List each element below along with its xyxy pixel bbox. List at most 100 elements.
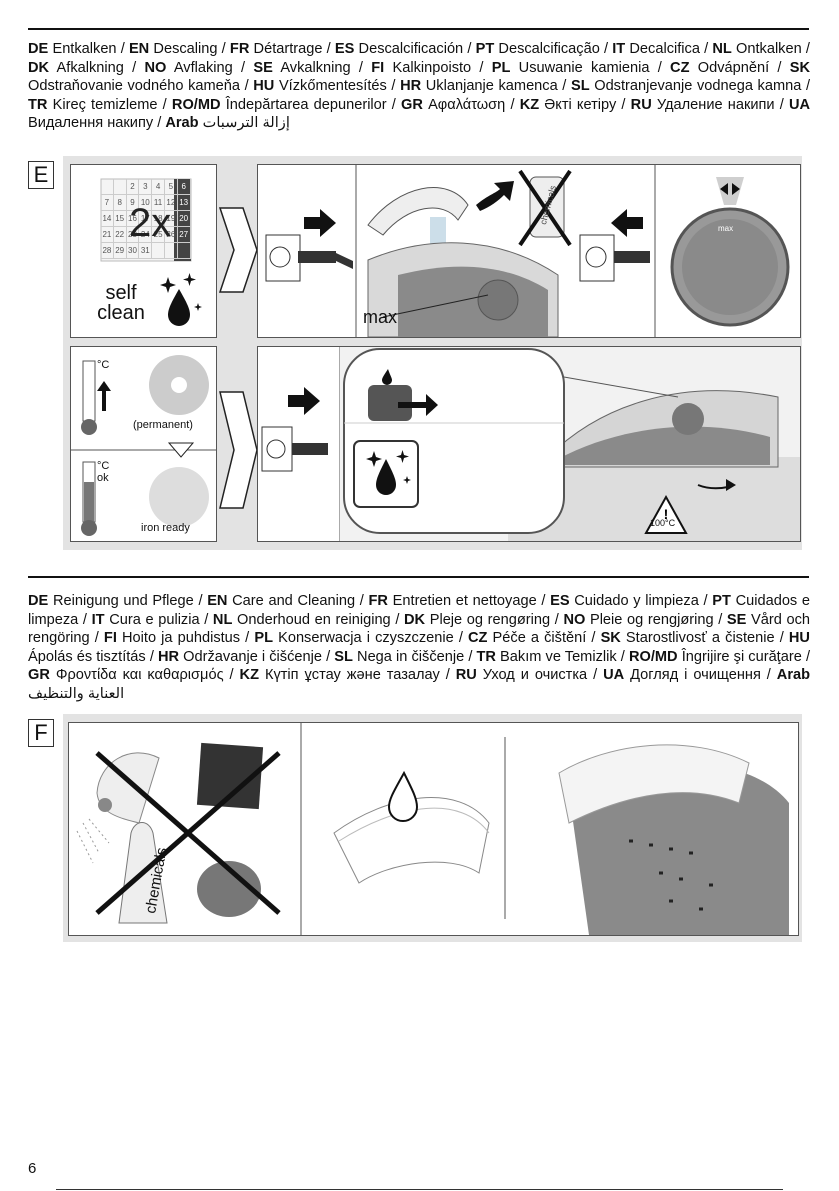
calendar-day: 3 bbox=[139, 179, 153, 195]
language-code: DK bbox=[404, 611, 426, 628]
language-code: CZ bbox=[670, 59, 690, 76]
language-code: KZ bbox=[239, 667, 260, 684]
language-text: Kalkinpoisto bbox=[384, 59, 472, 76]
language-text: Konserwacja i czyszczenie bbox=[273, 630, 454, 647]
language-code: NL bbox=[212, 611, 233, 628]
language-code: SK bbox=[789, 59, 811, 76]
language-text: Onderhoud en reiniging bbox=[232, 611, 391, 628]
max-label: max bbox=[363, 307, 398, 327]
svg-text:!: ! bbox=[664, 506, 669, 522]
language-code: HR bbox=[400, 78, 422, 95]
section-e-top-rule bbox=[28, 28, 809, 30]
language-text: Pleie og rengjøring bbox=[585, 611, 714, 628]
language-code: GR bbox=[28, 667, 50, 684]
language-code: ES bbox=[334, 41, 355, 57]
warning-temp-label: 100°C bbox=[650, 518, 676, 528]
language-code: Arab bbox=[776, 667, 811, 684]
language-code: KZ bbox=[519, 96, 540, 113]
language-code: HU bbox=[788, 630, 810, 647]
language-text: Détartrage bbox=[249, 41, 323, 57]
calendar-day: 27 bbox=[177, 227, 191, 243]
calendar-day: 21 bbox=[101, 227, 114, 243]
language-text: Cura e pulizia bbox=[104, 611, 200, 628]
language-text: Уход и очистка bbox=[476, 667, 588, 684]
language-code: SL bbox=[334, 648, 353, 665]
language-code: NO bbox=[563, 611, 586, 628]
language-text: Entkalken bbox=[48, 41, 117, 57]
language-code: FR bbox=[229, 41, 250, 57]
water-drop-sparkle-icon bbox=[160, 273, 202, 326]
language-text: Nega in čiščenje bbox=[352, 648, 465, 665]
care-cleaning-illustration bbox=[76, 723, 789, 935]
descaling-steps-illustration bbox=[265, 165, 790, 337]
calendar-day: 18 bbox=[152, 211, 165, 227]
calendar-day: 15 bbox=[113, 211, 127, 227]
language-code: HR bbox=[157, 648, 180, 665]
language-code: RO/MD bbox=[628, 648, 678, 665]
language-text: Descaling bbox=[149, 41, 218, 57]
language-code: RO/MD bbox=[171, 96, 221, 113]
language-text: Vård och rengöring bbox=[28, 611, 810, 647]
language-text: Avflaking bbox=[166, 59, 233, 76]
calendar-day: 20 bbox=[177, 211, 191, 227]
language-text: Vízkőmentesítés bbox=[274, 78, 387, 95]
calendar-day: 8 bbox=[113, 195, 127, 211]
language-code: FI bbox=[371, 59, 385, 76]
language-code: FI bbox=[103, 630, 117, 647]
calendar-icon bbox=[100, 178, 192, 262]
language-code: IT bbox=[612, 41, 626, 57]
calendar-day bbox=[101, 179, 114, 195]
page-number: 6 bbox=[28, 1160, 37, 1177]
language-code: SE bbox=[253, 59, 273, 76]
calendar-day: 26 bbox=[164, 227, 178, 243]
calendar-day: 19 bbox=[164, 211, 178, 227]
calendar-day: 6 bbox=[177, 179, 191, 195]
language-text: Péče a čištění bbox=[487, 630, 587, 647]
language-code: EN bbox=[207, 593, 228, 609]
calendar-day: 25 bbox=[152, 227, 165, 243]
calendar-day: 28 bbox=[101, 243, 114, 259]
language-code: FR bbox=[368, 593, 388, 609]
language-code: GR bbox=[401, 96, 423, 113]
language-code: IT bbox=[91, 611, 105, 628]
language-text: Ápolás és tisztítás bbox=[28, 648, 146, 665]
calendar-day: 23 bbox=[126, 227, 140, 243]
language-text: Pleje og rengøring bbox=[425, 611, 551, 628]
language-text: Decalcifica bbox=[625, 41, 700, 57]
language-code: RU bbox=[455, 667, 477, 684]
calendar-day: 4 bbox=[152, 179, 165, 195]
language-text: Cuidado y limpieza bbox=[569, 593, 699, 609]
iron-ready-label: iron ready bbox=[141, 522, 190, 534]
section-e-heading: DE Entkalken / EN Descaling / FR Détartr… bbox=[28, 41, 811, 132]
calendar-day: 9 bbox=[126, 195, 140, 211]
language-text: Îngrijire şi curăţare bbox=[677, 648, 802, 665]
language-code: RU bbox=[630, 96, 652, 113]
language-text: Αφαλάτωση bbox=[422, 96, 506, 113]
language-code: ES bbox=[550, 593, 570, 609]
calendar-day bbox=[152, 243, 165, 259]
language-code: PL bbox=[491, 59, 511, 76]
temp-ok-label: °C ok bbox=[97, 460, 110, 484]
language-text: Descalcificación bbox=[354, 41, 464, 57]
care-cleaning-box: chemicals bbox=[68, 722, 799, 936]
language-text: Care and Cleaning bbox=[227, 593, 356, 609]
section-f-letter: F bbox=[28, 719, 54, 747]
language-code: Arab bbox=[165, 115, 199, 132]
calendar-day: 13 bbox=[177, 195, 191, 211]
language-code: DK bbox=[28, 59, 50, 76]
calendar-day: 11 bbox=[152, 195, 165, 211]
language-text: Îndepărtarea depunerilor bbox=[220, 96, 387, 113]
language-text: Održavanje i čišćenje bbox=[179, 648, 322, 665]
thermometer-illustration bbox=[71, 355, 216, 536]
language-code: PT bbox=[712, 593, 731, 609]
language-text: Cuidados e limpeza bbox=[28, 593, 811, 628]
language-text: Әкті кетіру bbox=[539, 96, 617, 113]
language-code: PT bbox=[475, 41, 495, 57]
language-code: DE bbox=[28, 593, 49, 609]
language-text: Видалення накипу bbox=[28, 115, 154, 132]
language-text: Avkalkning bbox=[272, 59, 351, 76]
language-text: Odvápnění bbox=[689, 59, 770, 76]
language-code: UA bbox=[603, 667, 625, 684]
